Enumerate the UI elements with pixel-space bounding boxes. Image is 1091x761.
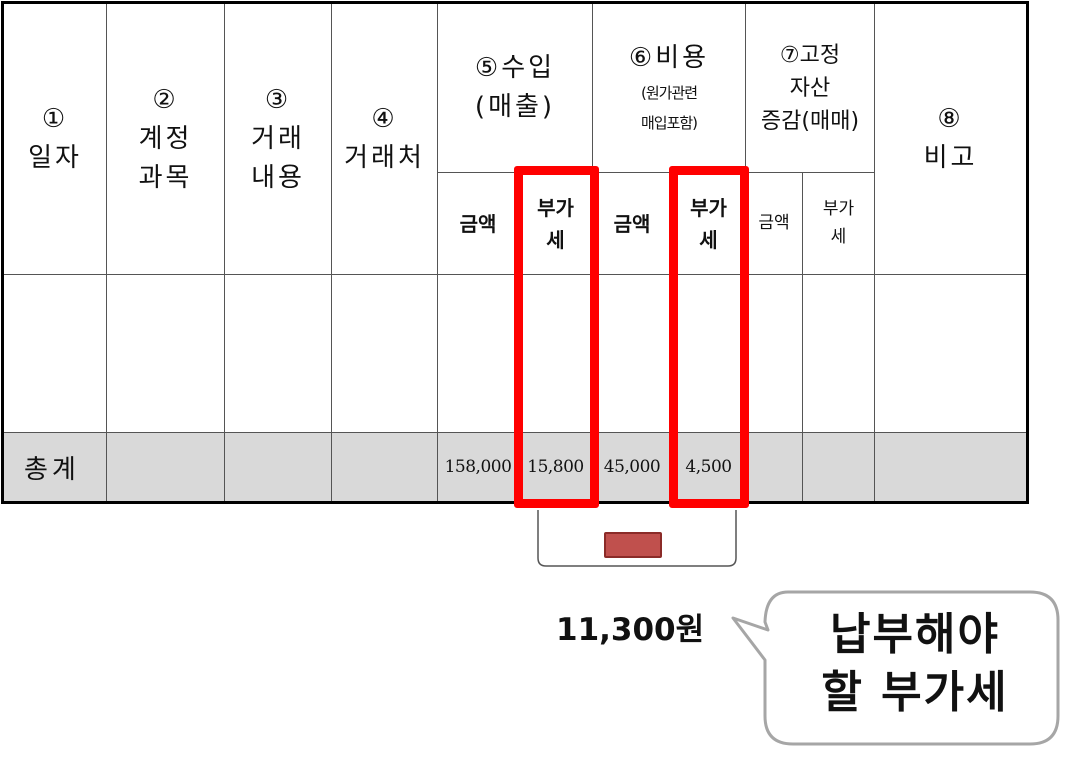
expense-vat-highlight bbox=[669, 166, 749, 508]
header-row-2: 금액 부가 세 금액 부가 세 금액 부가 세 bbox=[3, 172, 1028, 275]
fixed-amount-label: 금액 bbox=[758, 212, 790, 233]
header-expense-title: ⑥비용 bbox=[628, 42, 710, 73]
totals-remarks bbox=[874, 432, 1028, 503]
fixed-vat-label-2: 세 bbox=[830, 226, 847, 247]
body-cell bbox=[874, 274, 1028, 433]
body-cell bbox=[518, 274, 593, 433]
vat-ledger-table: ① 일자 ② 계정 과목 ③ 거래 내용 ④ 거래처 ⑤수입 (매출) ⑥비용 … bbox=[1, 1, 1029, 504]
header-fixed-vat: 부가 세 bbox=[802, 172, 875, 275]
revenue-vat-label-2: 세 bbox=[546, 227, 565, 252]
header-date-label: 일자 bbox=[28, 143, 82, 173]
header-counterparty-label: 거래처 bbox=[344, 143, 425, 173]
callout-line-2: 할 부가세 bbox=[821, 667, 1009, 718]
body-cell bbox=[592, 274, 672, 433]
header-expense-amount: 금액 bbox=[592, 172, 672, 275]
callout-line-1: 납부해야 bbox=[830, 609, 1000, 660]
header-date: ① 일자 bbox=[2, 2, 107, 275]
totals-cell bbox=[224, 432, 332, 503]
revenue-vat-label-1: 부가 bbox=[537, 195, 574, 220]
totals-expense-amount: 45,000 bbox=[592, 432, 672, 503]
totals-cell bbox=[106, 432, 225, 503]
revenue-amount-label: 금액 bbox=[459, 211, 497, 236]
body-cell bbox=[437, 274, 519, 433]
header-expense: ⑥비용 (원가관련 매입포함) bbox=[592, 2, 746, 173]
subtraction-marker bbox=[604, 532, 662, 558]
header-description-line2: 내용 bbox=[251, 162, 305, 193]
header-account-num: ② bbox=[152, 84, 179, 115]
body-cell bbox=[802, 274, 875, 433]
header-expense-subtitle-1: (원가관련 bbox=[640, 83, 698, 102]
header-date-num: ① bbox=[41, 104, 69, 134]
expense-vat-label-2: 세 bbox=[699, 227, 718, 252]
header-description-line1: 거래 bbox=[251, 123, 305, 154]
header-fixed-title-1: ⑦고정 bbox=[779, 42, 841, 68]
totals-label: 총계 bbox=[2, 432, 107, 503]
header-revenue: ⑤수입 (매출) bbox=[437, 2, 593, 173]
header-remarks: ⑧ 비고 bbox=[874, 2, 1028, 275]
totals-expense-vat: 4,500 bbox=[671, 432, 746, 503]
body-cell bbox=[331, 274, 438, 433]
header-expense-vat: 부가 세 bbox=[671, 172, 746, 275]
header-counterparty: ④ 거래처 bbox=[331, 2, 438, 275]
header-fixed-amount: 금액 bbox=[745, 172, 803, 275]
header-revenue-subtitle: (매출) bbox=[474, 92, 556, 122]
header-revenue-title: ⑤수입 bbox=[474, 53, 556, 83]
fixed-vat-label-1: 부가 bbox=[822, 199, 855, 220]
callout-text: 납부해야 할 부가세 bbox=[775, 606, 1055, 722]
totals-cell bbox=[331, 432, 438, 503]
bracket-line bbox=[537, 510, 737, 567]
header-description-num: ③ bbox=[264, 84, 292, 115]
callout-bubble bbox=[731, 590, 1060, 746]
header-account-line2: 과목 bbox=[138, 162, 193, 193]
header-remarks-num: ⑧ bbox=[937, 104, 964, 134]
header-expense-subtitle-2: 매입포함) bbox=[640, 113, 698, 132]
revenue-vat-highlight bbox=[514, 166, 599, 508]
header-fixed-title-3: 증감(매매) bbox=[760, 108, 860, 134]
body-row bbox=[2, 274, 1028, 433]
totals-revenue-amount: 158,000 bbox=[437, 432, 519, 503]
totals-revenue-vat: 15,800 bbox=[518, 432, 593, 503]
header-counterparty-num: ④ bbox=[371, 104, 398, 134]
vat-payable-amount: 11,300원 bbox=[556, 612, 705, 648]
header-fixed-title-2: 자산 bbox=[789, 75, 831, 101]
header-row-1: ① 일자 ② 계정 과목 ③ 거래 내용 ④ 거래처 ⑤수입 (매출) ⑥비용 … bbox=[2, 2, 1028, 275]
header-account-line1: 계정 bbox=[138, 123, 193, 154]
header-fixed-assets: ⑦고정 자산 증감(매매) bbox=[745, 2, 875, 173]
expense-vat-label-1: 부가 bbox=[690, 195, 727, 220]
expense-amount-label: 금액 bbox=[613, 211, 651, 236]
header-remarks-label: 비고 bbox=[923, 143, 978, 173]
